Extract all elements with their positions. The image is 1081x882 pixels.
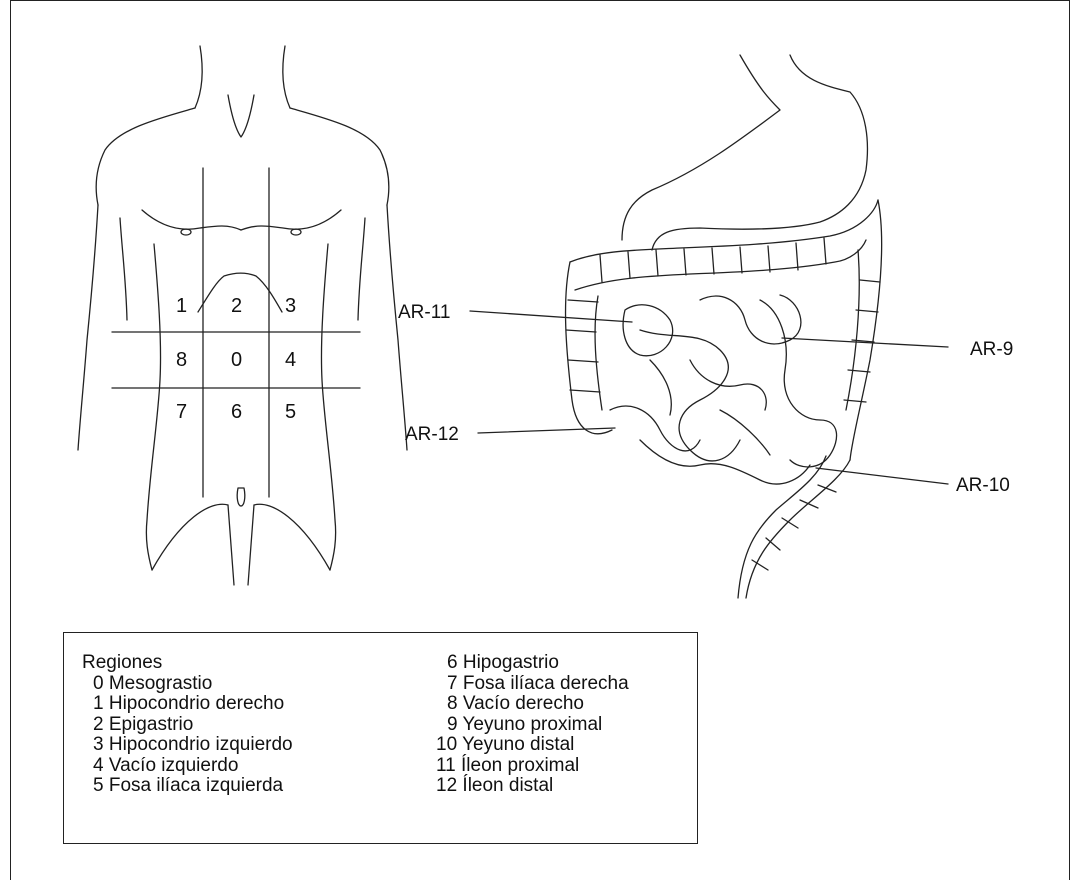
legend-heading: Regiones (82, 653, 293, 674)
legend-item: 5 Fosa ilíaca izquierda (82, 776, 293, 797)
legend-column-left: Regiones 0 Mesograstio 1 Hipocondrio der… (82, 653, 293, 797)
region-number: 0 (231, 349, 242, 371)
region-number: 1 (176, 295, 187, 317)
region-number: 5 (285, 401, 296, 423)
torso-outline (78, 46, 407, 585)
callout-ar-9: AR-9 (970, 339, 1013, 360)
legend-item: 7 Fosa ilíaca derecha (425, 674, 629, 695)
legend-item: 9 Yeyuno proximal (425, 715, 629, 736)
legend-item: 0 Mesograstio (82, 674, 293, 695)
legend-item: 11 Íleon proximal (425, 756, 629, 777)
region-number: 8 (176, 349, 187, 371)
colon-outline (566, 200, 882, 598)
legend-item: 6 Hipogastrio (425, 653, 629, 674)
region-number: 6 (231, 401, 242, 423)
callout-ar-10: AR-10 (956, 475, 1010, 496)
legend-item: 4 Vacío izquierdo (82, 756, 293, 777)
legend-item: 1 Hipocondrio derecho (82, 694, 293, 715)
legend-item: 10 Yeyuno distal (425, 735, 629, 756)
region-number: 4 (285, 349, 296, 371)
legend-item: 12 Íleon distal (425, 776, 629, 797)
small-intestine (610, 295, 837, 484)
legend-item: 8 Vacío derecho (425, 694, 629, 715)
region-numbers: 1 2 3 8 0 4 7 6 5 (176, 295, 296, 423)
region-number: 7 (176, 401, 187, 423)
region-grid (112, 168, 360, 497)
stomach-outline (622, 55, 867, 250)
callout-lines (470, 311, 948, 484)
callout-ar-11: AR-11 (398, 302, 450, 323)
legend-item: 3 Hipocondrio izquierdo (82, 735, 293, 756)
region-number: 2 (231, 295, 242, 317)
legend-column-right: 6 Hipogastrio 7 Fosa ilíaca derecha 8 Va… (425, 653, 629, 797)
callout-ar-12: AR-12 (405, 424, 459, 445)
legend-item: 2 Epigastrio (82, 715, 293, 736)
legend-box: Regiones 0 Mesograstio 1 Hipocondrio der… (63, 632, 698, 844)
region-number: 3 (285, 295, 296, 317)
callout-labels: AR-11 AR-9 AR-12 AR-10 (398, 302, 1013, 496)
